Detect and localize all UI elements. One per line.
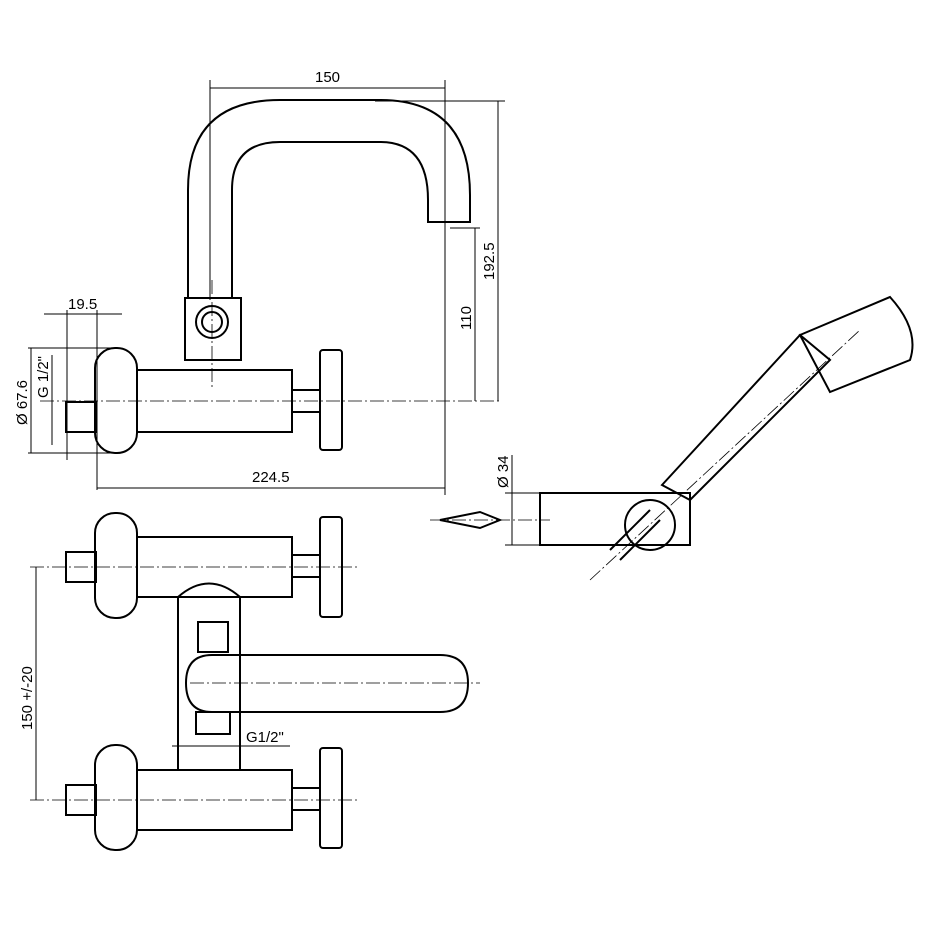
- swivel-block: [184, 297, 242, 361]
- dim-total-height: 192.5: [481, 242, 498, 280]
- shower-handle: [660, 333, 832, 502]
- diverter-lever: [184, 654, 470, 713]
- front-view: 150 +/-20 G1/2": [19, 512, 480, 851]
- shower-holder: [539, 492, 691, 546]
- dim-outlet-thread: G1/2": [246, 729, 284, 746]
- wall-flange: [94, 347, 138, 454]
- hand-shower-view: Ø 34: [430, 295, 914, 581]
- side-view: 150 192.5 110 19.5 Ø 67.6 G 1/2" 224.5: [14, 69, 505, 495]
- dim-inlet-thread: G 1/2": [35, 356, 52, 398]
- dim-total-depth: 224.5: [252, 469, 290, 486]
- dim-spout-reach: 150: [315, 69, 340, 86]
- dim-flange-diameter: Ø 67.6: [14, 380, 31, 425]
- dim-center-distance: 150 +/-20: [19, 666, 36, 730]
- shower-head: [798, 295, 914, 394]
- spout: [187, 99, 471, 298]
- dim-holder-diameter: Ø 34: [495, 455, 512, 488]
- dim-spout-height: 110: [458, 306, 475, 330]
- cross-handle: [319, 349, 343, 451]
- dim-connector-depth: 19.5: [68, 296, 97, 313]
